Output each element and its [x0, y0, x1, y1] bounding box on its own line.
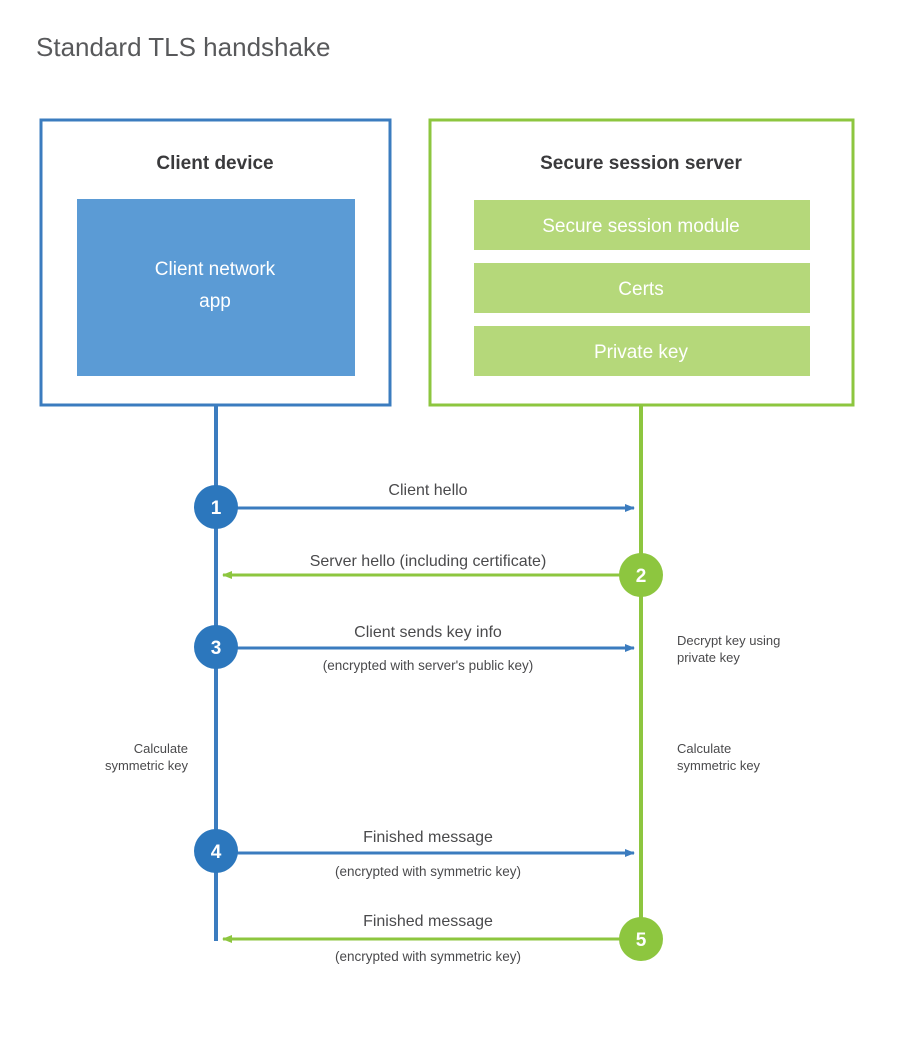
server-panel-title: Secure session server [540, 153, 742, 174]
calc-right-note-line2: symmetric key [677, 758, 761, 773]
step-4-number: 4 [211, 842, 222, 863]
calc-right-note-line1: Calculate [677, 741, 731, 756]
server-module-block-1 [474, 263, 810, 313]
step-1-label: Client hello [388, 482, 467, 499]
step-4-badge [194, 829, 238, 873]
step-1-group: Client hello 1 [194, 482, 635, 529]
step-5-label: Finished message [363, 913, 493, 930]
step-3-label: Client sends key info [354, 624, 502, 641]
step-2-number: 2 [636, 566, 647, 587]
step-2-badge [619, 553, 663, 597]
step-5-number: 5 [636, 930, 647, 951]
server-module-block-2 [474, 326, 810, 376]
step-3-badge [194, 625, 238, 669]
client-network-app-label-line1: Client network [155, 259, 276, 280]
page-title: Standard TLS handshake [36, 32, 330, 62]
step-4-group: Finished message (encrypted with symmetr… [194, 829, 635, 879]
server-module-label-0: Secure session module [542, 216, 740, 237]
step-2-label: Server hello (including certificate) [310, 553, 547, 570]
server-module-block-0 [474, 200, 810, 250]
step-2-group: Server hello (including certificate) 2 [222, 553, 663, 597]
step-3-sublabel: (encrypted with server's public key) [323, 658, 533, 673]
step-5-badge [619, 917, 663, 961]
step-1-badge [194, 485, 238, 529]
calc-left-note-line2: symmetric key [105, 758, 189, 773]
secure-session-server-panel: Secure session server Secure session mod… [428, 118, 855, 407]
step-1-number: 1 [211, 498, 222, 519]
step-4-label: Finished message [363, 829, 493, 846]
decrypt-note-line1: Decrypt key using [677, 633, 780, 648]
server-module-label-1: Certs [618, 279, 663, 300]
step-5-group: Finished message (encrypted with symmetr… [222, 913, 663, 964]
server-module-label-2: Private key [594, 342, 688, 363]
client-device-panel: Client device Client network app [39, 118, 392, 407]
step-3-number: 3 [211, 638, 222, 659]
step-5-sublabel: (encrypted with symmetric key) [335, 949, 521, 964]
client-panel-title: Client device [156, 153, 273, 174]
decrypt-note-line2: private key [677, 650, 740, 665]
client-network-app-label-line2: app [199, 291, 231, 312]
calc-left-note-line1: Calculate [134, 741, 188, 756]
step-3-group: Client sends key info (encrypted with se… [194, 624, 780, 673]
client-network-app-block [77, 199, 355, 376]
calculate-symmetric-key-notes: Calculate symmetric key Calculate symmet… [105, 741, 761, 773]
step-4-sublabel: (encrypted with symmetric key) [335, 864, 521, 879]
